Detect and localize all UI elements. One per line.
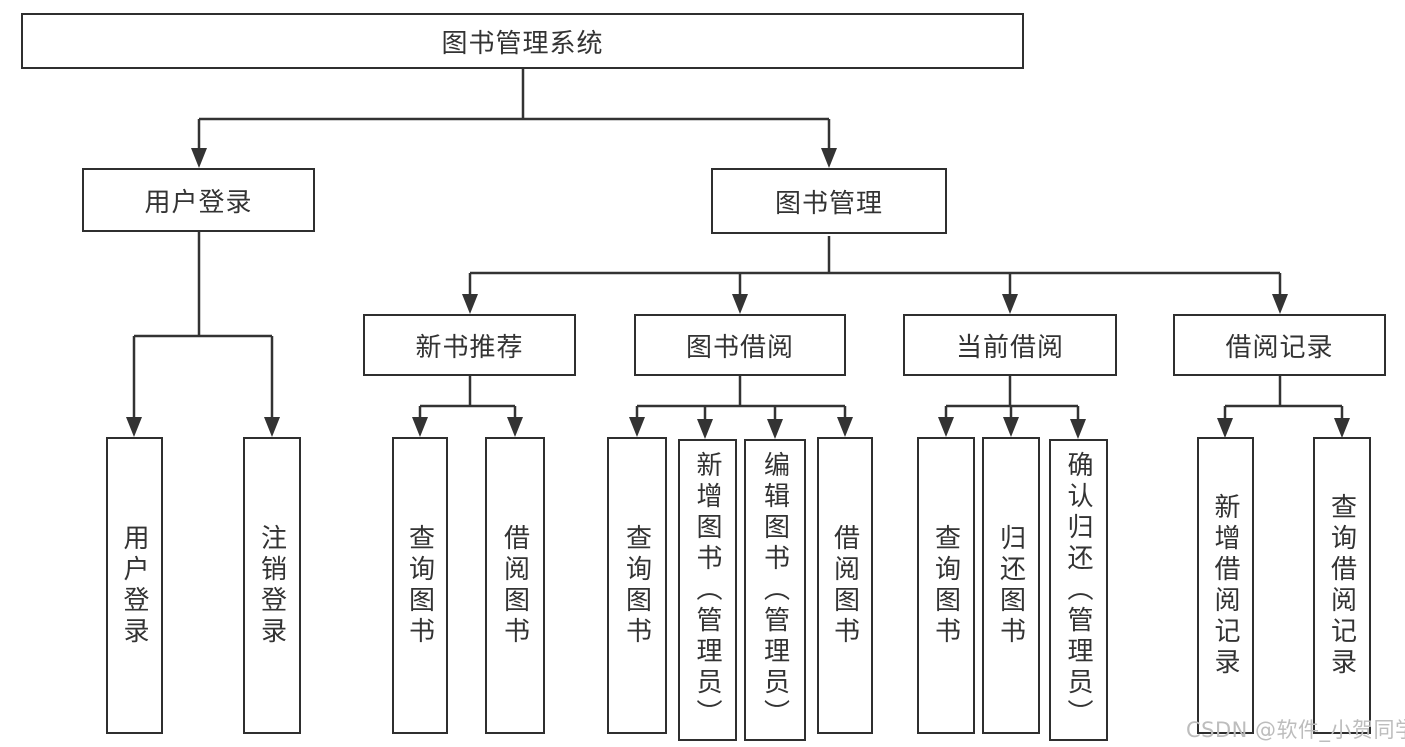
connector-root-to-level2	[197, 69, 831, 152]
arrowhead-icon	[732, 294, 748, 314]
leaf-label: 用户登录	[119, 523, 149, 648]
arrowhead-icon	[191, 148, 207, 168]
leaf-query-borrow-record: 查询借阅记录	[1313, 437, 1371, 734]
arrowhead-icon	[837, 417, 853, 437]
leaf-label: 确认归还（管理员）	[1063, 450, 1093, 730]
node-user-login: 用户登录	[82, 168, 315, 232]
leaf-label: 查询借阅记录	[1326, 492, 1357, 679]
arrowhead-icon	[1002, 294, 1018, 314]
leaf-query-book-3: 查询图书	[917, 437, 975, 734]
arrowhead-icon	[1003, 417, 1019, 437]
leaf-label: 新增借阅记录	[1210, 492, 1240, 679]
leaf-label: 注销登录	[256, 523, 287, 648]
leaf-label: 编辑图书（管理员）	[759, 450, 790, 730]
arrowhead-icon	[264, 417, 280, 437]
leaf-label: 查询图书	[621, 523, 652, 648]
connector-book-borrow-to-leaves	[635, 376, 847, 423]
node-book-management: 图书管理	[711, 168, 947, 234]
leaf-label: 借阅图书	[499, 523, 530, 648]
connector-new-book-to-leaves	[418, 376, 517, 421]
leaf-label: 查询图书	[930, 523, 961, 648]
connector-book-management-to-level3	[468, 236, 1282, 298]
leaf-label: 查询图书	[404, 523, 435, 648]
arrowhead-icon	[507, 417, 523, 437]
leaf-user-login: 用户登录	[106, 437, 163, 734]
arrowhead-icon	[938, 417, 954, 437]
leaf-label: 新增图书（管理员）	[692, 450, 722, 730]
leaf-label: 借阅图书	[829, 523, 860, 648]
arrowhead-icon	[1217, 418, 1233, 438]
arrowhead-icon	[462, 294, 478, 314]
leaf-query-book-2: 查询图书	[607, 437, 667, 734]
arrowhead-icon	[1334, 418, 1350, 438]
node-root-system: 图书管理系统	[21, 13, 1024, 69]
leaf-label: 归还图书	[995, 523, 1026, 648]
arrowhead-icon	[1272, 294, 1288, 314]
arrowhead-icon	[1070, 419, 1086, 439]
arrowhead-icon	[412, 417, 428, 437]
node-book-borrow: 图书借阅	[634, 314, 846, 376]
leaf-logout: 注销登录	[243, 437, 301, 734]
leaf-add-book-admin: 新增图书（管理员）	[678, 439, 737, 741]
arrowhead-icon	[126, 417, 142, 437]
leaf-borrow-book-2: 借阅图书	[817, 437, 873, 734]
connector-borrow-record-to-leaves	[1223, 376, 1344, 422]
leaf-add-borrow-record: 新增借阅记录	[1197, 437, 1254, 734]
leaf-confirm-return-admin: 确认归还（管理员）	[1049, 439, 1108, 741]
node-current-borrow: 当前借阅	[903, 314, 1117, 376]
connector-user-login-to-leaves	[132, 232, 274, 421]
watermark: CSDN @软件_小贺同学	[1186, 718, 1405, 742]
node-borrow-record: 借阅记录	[1173, 314, 1386, 376]
arrowhead-icon	[821, 148, 837, 168]
leaf-borrow-book-1: 借阅图书	[485, 437, 545, 734]
leaf-edit-book-admin: 编辑图书（管理员）	[744, 439, 806, 741]
arrowhead-icon	[767, 419, 783, 439]
connector-current-borrow-to-leaves	[944, 376, 1080, 423]
leaf-return-book: 归还图书	[982, 437, 1040, 734]
arrowhead-icon	[697, 419, 713, 439]
arrowheads	[126, 148, 1350, 439]
node-new-book-recommend: 新书推荐	[363, 314, 576, 376]
leaf-query-book-1: 查询图书	[392, 437, 448, 734]
arrowhead-icon	[629, 417, 645, 437]
